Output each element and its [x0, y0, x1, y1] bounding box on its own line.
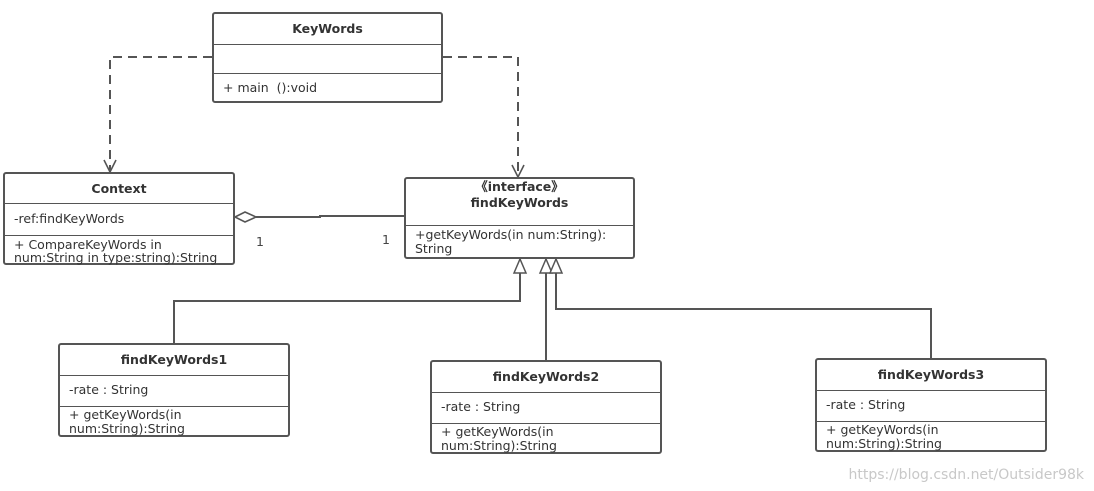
aggregation-diamond — [233, 211, 258, 223]
dependency-keywords-to-context — [110, 56, 212, 172]
dependency-keywords-to-findkeywords — [443, 56, 518, 177]
method-getkeywords-line1: + getKeyWords(in — [69, 407, 182, 422]
class-findkeywords1-attributes: -rate : String — [60, 376, 288, 407]
class-keywords[interactable]: KeyWords + main ():void — [212, 12, 443, 103]
class-findkeywords1-name: findKeyWords1 — [60, 345, 288, 376]
class-context-name: Context — [5, 174, 233, 204]
realization-findkeywords1 — [173, 259, 520, 344]
method-getkeywords-line1: + getKeyWords(in — [441, 424, 554, 439]
interface-findkeywords-header: 《interface》 findKeyWords — [406, 179, 633, 226]
interface-findkeywords[interactable]: 《interface》 findKeyWords +getKeyWords(in… — [404, 177, 635, 259]
class-keywords-name: KeyWords — [214, 14, 441, 45]
interface-stereotype: 《interface》 — [475, 179, 564, 194]
class-findkeywords3[interactable]: findKeyWords3 -rate : String + getKeyWor… — [815, 358, 1047, 452]
class-findkeywords1[interactable]: findKeyWords1 -rate : String + getKeyWor… — [58, 343, 290, 437]
method-getkeywords-line2: String — [415, 241, 453, 256]
class-findkeywords3-methods: + getKeyWords(in num:String):String — [817, 422, 1045, 451]
method-getkeywords-line2: num:String):String — [826, 436, 942, 451]
class-context-attributes: -ref:findKeyWords — [5, 204, 233, 236]
attribute-rate: -rate : String — [69, 382, 149, 397]
class-findkeywords2-attributes: -rate : String — [432, 393, 660, 424]
multiplicity-findkeywords: 1 — [382, 232, 390, 247]
class-findkeywords2-name: findKeyWords2 — [432, 362, 660, 393]
realization-findkeywords3 — [556, 259, 932, 359]
class-findkeywords3-name: findKeyWords3 — [817, 360, 1045, 391]
class-findkeywords1-methods: + getKeyWords(in num:String):String — [60, 407, 288, 436]
interface-findkeywords-methods: +getKeyWords(in num:String): String — [406, 226, 633, 256]
method-comparekeywords-line1: + CompareKeyWords in — [14, 237, 162, 252]
class-findkeywords2-methods: + getKeyWords(in num:String):String — [432, 424, 660, 453]
method-getkeywords-line2: num:String):String — [69, 421, 185, 436]
class-findkeywords2[interactable]: findKeyWords2 -rate : String + getKeyWor… — [430, 360, 662, 454]
attribute-rate: -rate : String — [441, 399, 521, 414]
method-getkeywords-line1: +getKeyWords(in num:String): — [415, 227, 607, 242]
attribute-rate: -rate : String — [826, 397, 906, 412]
multiplicity-context: 1 — [256, 234, 264, 249]
class-findkeywords3-attributes: -rate : String — [817, 391, 1045, 422]
watermark-text: https://blog.csdn.net/Outsider98k — [848, 467, 1085, 483]
aggregation-line — [256, 215, 404, 218]
class-context-methods: + CompareKeyWords in num:String in type:… — [5, 236, 233, 264]
method-getkeywords-line2: num:String):String — [441, 438, 557, 453]
method-main: + main ():void — [223, 80, 318, 95]
class-context[interactable]: Context -ref:findKeyWords + CompareKeyWo… — [3, 172, 235, 265]
method-getkeywords-line1: + getKeyWords(in — [826, 422, 939, 437]
method-comparekeywords-line2: num:String in type:string):String — [14, 250, 218, 265]
attribute-ref: -ref:findKeyWords — [14, 211, 125, 226]
class-keywords-attributes — [214, 45, 441, 74]
interface-findkeywords-name: findKeyWords — [470, 195, 569, 210]
class-keywords-methods: + main ():void — [214, 74, 441, 95]
